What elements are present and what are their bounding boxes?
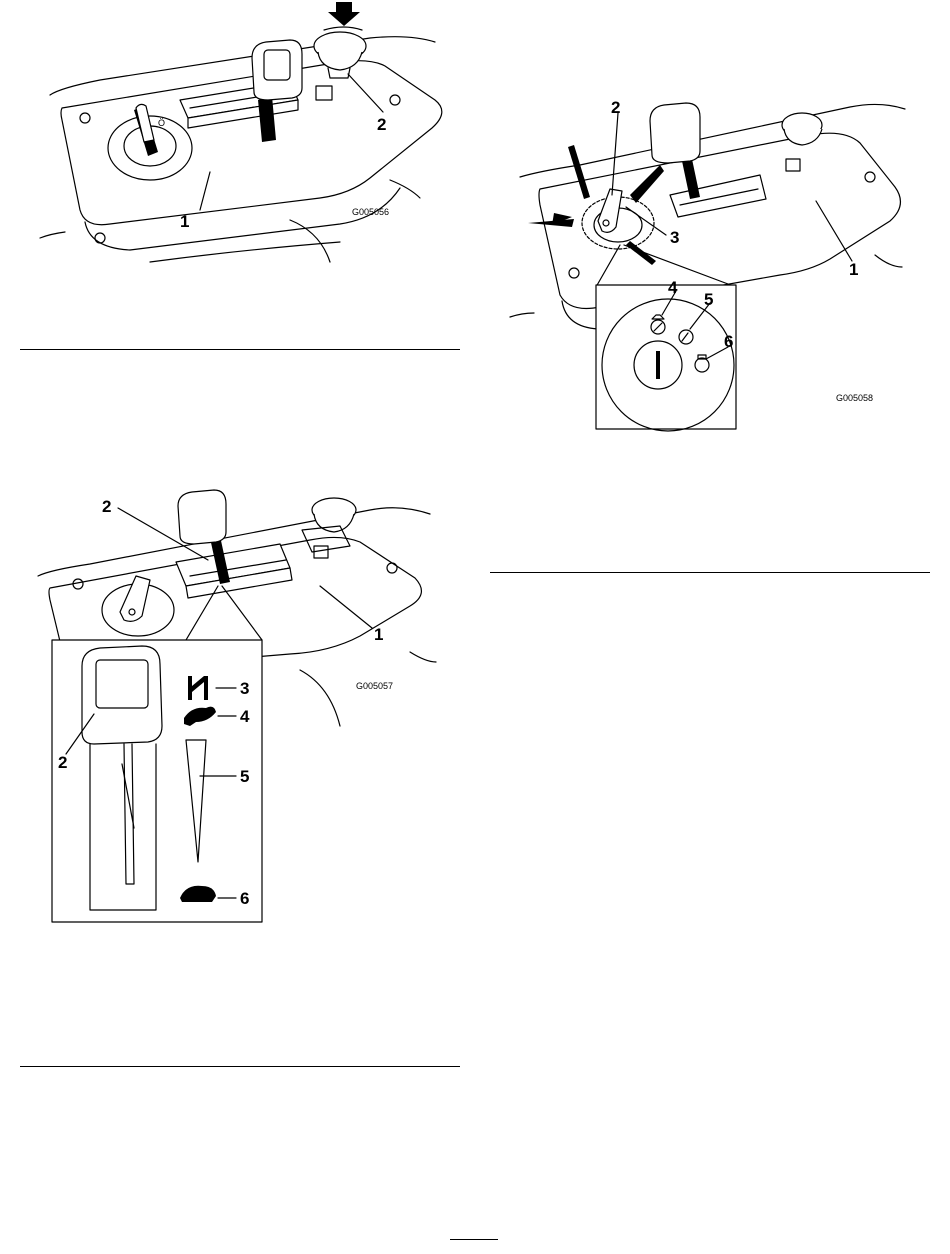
callout-2-top: 2 [102,497,111,516]
footer-rule [450,1239,498,1240]
divider [20,349,460,350]
figure-throttle-control: 2 1 2 3 4 5 6 G005057 [30,490,450,930]
callout-2-zoom: 2 [58,753,67,772]
callout-4: 4 [240,707,250,726]
callout-1: 1 [374,625,383,644]
callout-3: 3 [670,228,679,247]
figure-code: G005056 [352,207,389,217]
divider [20,1066,460,1067]
callout-5: 5 [704,290,713,309]
divider [490,572,930,573]
callout-1: 1 [180,212,189,231]
callout-6: 6 [724,332,733,351]
callout-2: 2 [377,115,386,134]
callout-1: 1 [849,260,858,279]
figure-code: G005057 [356,681,393,691]
figure-ignition-switch: 2 3 1 4 5 6 G005058 [510,95,930,435]
figure-code: G005058 [836,393,873,403]
callout-6: 6 [240,889,249,908]
svg-text:Ö: Ö [158,118,165,128]
figure-light-switch: Ö 1 2 G005056 [40,0,460,270]
callout-4: 4 [668,278,678,297]
callout-5: 5 [240,767,249,786]
callout-2: 2 [611,98,620,117]
callout-3: 3 [240,679,249,698]
